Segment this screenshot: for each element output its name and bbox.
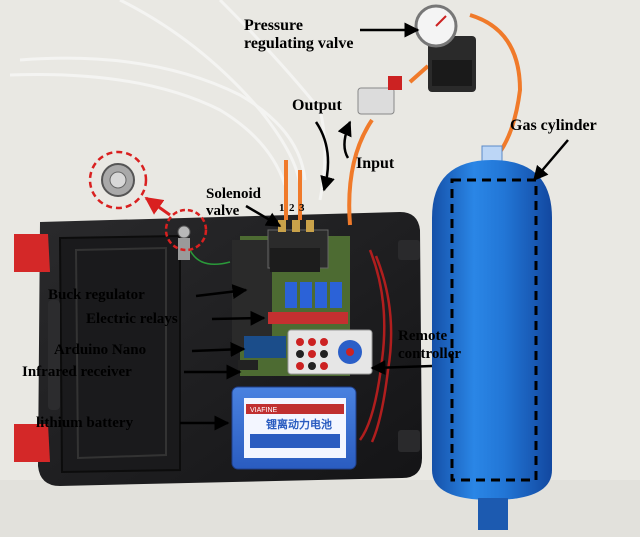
label-infrared-receiver: Infrared receiver [22,364,132,380]
label-output: Output [292,97,342,114]
switch-highlight-circle [164,208,208,252]
label-solenoid-line1: Solenoid [206,186,262,202]
power-switch [88,150,208,260]
electronics-board [232,220,350,376]
label-lithium-battery: lithium battery [36,415,134,431]
latch-bottom [14,424,50,462]
label-remote-line1: Remote [398,328,448,344]
label-electric-relays: Electric relays [86,311,178,327]
annotation-arrows [180,22,569,431]
gas-cylinder [432,145,552,530]
label-arduino-nano: Arduino Nano [54,342,147,358]
label-solenoid-line2: valve [206,203,240,219]
valve-number-1: 1 [279,202,285,214]
latch-top [14,234,50,272]
orange-tubing [284,13,523,226]
battery-brand: VIAFINE [250,407,278,414]
label-gas-cylinder: Gas cylinder [510,117,597,134]
lithium-battery-pack [231,386,357,470]
label-remote-line2: controller [398,346,462,362]
label-input: Input [356,155,395,172]
pressure-valve [357,4,476,115]
label-pressure-line2: regulating valve [244,35,354,52]
battery-title: 锂离动力电池 [266,417,332,431]
valve-number-2: 2 [289,202,295,214]
remote-controller [287,329,373,375]
label-buck-regulator: Buck regulator [48,287,145,303]
label-pressure-line1: Pressure [244,17,303,34]
red-wiring [358,249,393,443]
valve-number-3: 3 [299,202,305,214]
switch-zoom-circle [88,150,148,210]
white-tubing [9,0,327,201]
cylinder-dashed-box [450,178,538,482]
